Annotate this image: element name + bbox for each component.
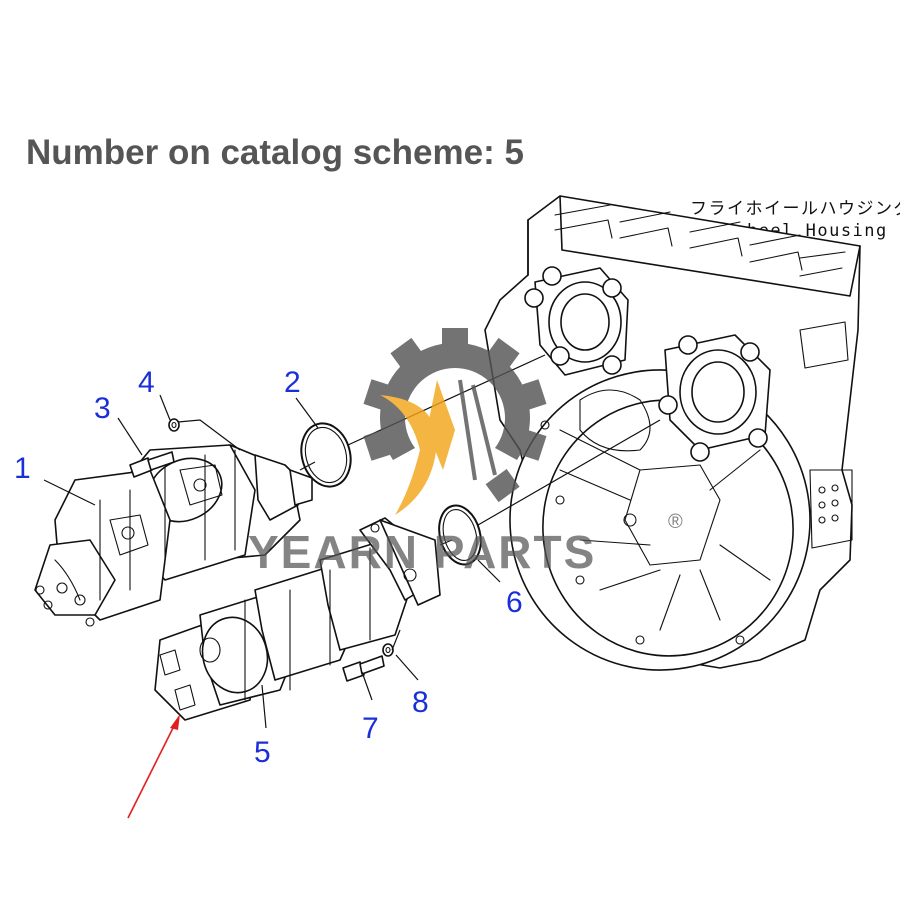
watermark-registered-mark: ® [668, 511, 683, 533]
callout-7: 7 [362, 712, 379, 745]
o-ring-2 [300, 422, 352, 488]
o-ring-6 [438, 504, 482, 566]
page-title: Number on catalog scheme: 5 [26, 133, 524, 172]
callout-4: 4 [138, 366, 155, 399]
pump-assembly-1 [34, 444, 313, 627]
bolt-3 [129, 451, 175, 478]
pump-assembly-5 [154, 517, 441, 721]
watermark-text: YEARN PARTS [248, 526, 596, 578]
washer-8 [382, 643, 394, 657]
callout-8: 8 [412, 686, 429, 719]
bolt-7 [342, 655, 385, 682]
callout-3: 3 [94, 392, 111, 425]
callout-2: 2 [284, 366, 301, 399]
washer-4 [168, 418, 180, 432]
flywheel-housing [484, 195, 861, 671]
callout-1: 1 [14, 452, 31, 485]
callout-6: 6 [506, 586, 523, 619]
red-arrow [127, 714, 180, 819]
callout-5: 5 [254, 736, 271, 769]
housing-label-jp: フライホイールハウジング [690, 199, 900, 219]
gear-logo-icon [363, 328, 547, 515]
